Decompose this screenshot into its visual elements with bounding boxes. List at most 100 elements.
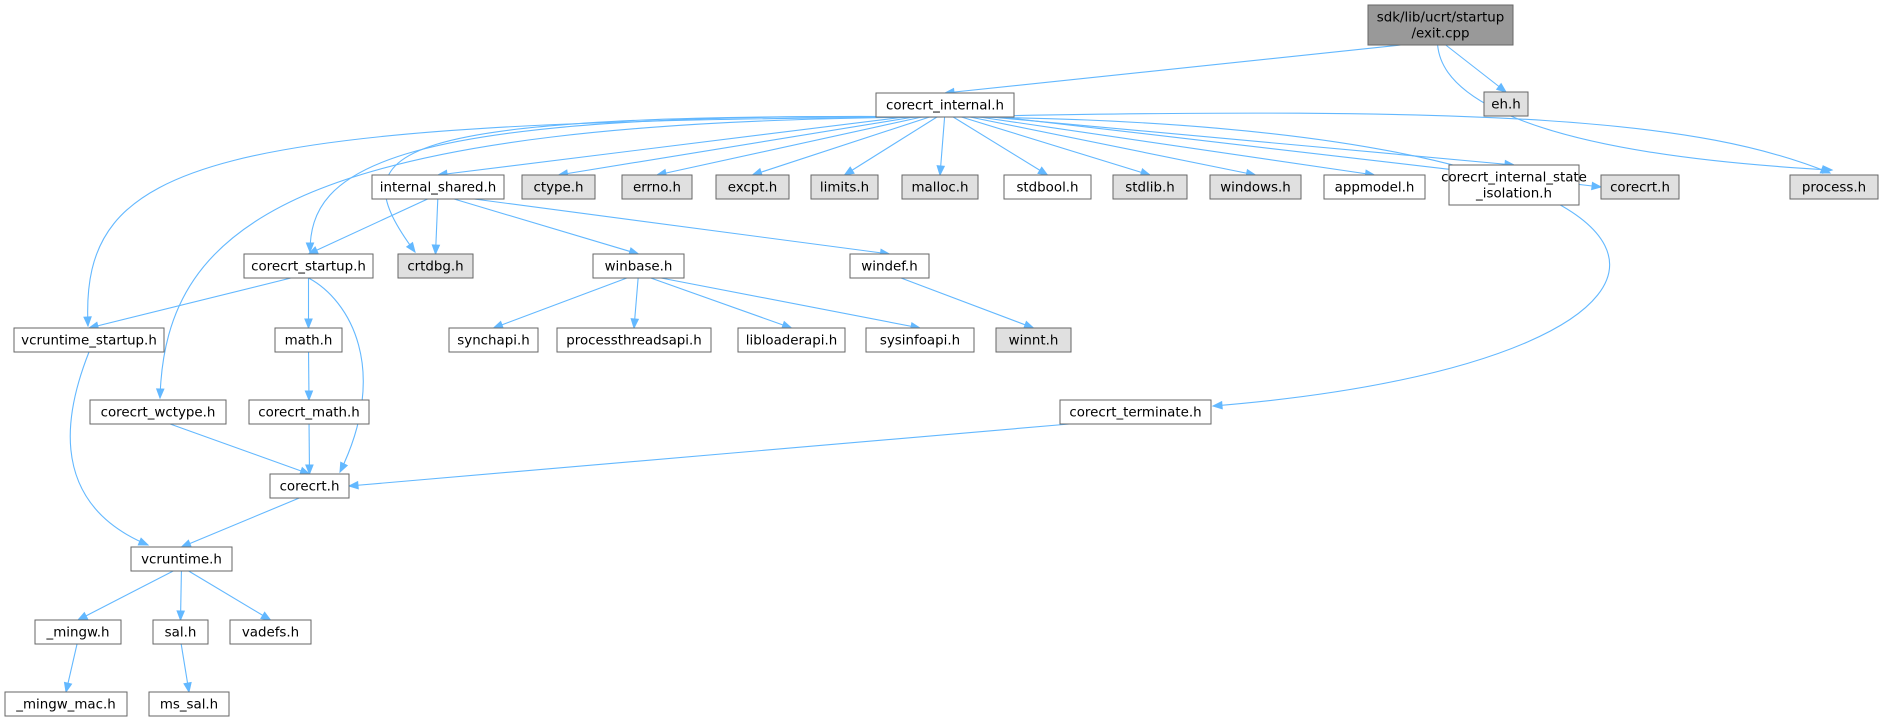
node-eh-h[interactable]: eh.h (1483, 91, 1529, 117)
node-corecrt-internal-state-isolation-h[interactable]: corecrt_internal_state_isolation.h (1441, 164, 1587, 206)
node-process-h[interactable]: process.h (1789, 174, 1879, 200)
edge-corecrt-startup-h-to-vcruntime-startup-h (88, 277, 292, 329)
node-windows-h[interactable]: windows.h (1209, 174, 1302, 200)
edge-exit-cpp-to-eh-h (1445, 44, 1507, 93)
node-mingw-h[interactable]: _mingw.h (34, 619, 122, 645)
edge-winbase-h-to-sysinfoapi-h (660, 277, 921, 329)
edge-corecrt-internal-h-to-process-h (944, 112, 1831, 174)
node-libloaderapi-h[interactable]: libloaderapi.h (737, 327, 846, 353)
node-corecrt-wctype-h[interactable]: corecrt_wctype.h (89, 399, 227, 425)
node-box (371, 174, 505, 200)
node-ctype-h[interactable]: ctype.h (521, 174, 596, 200)
node-label: libloaderapi.h (746, 334, 837, 349)
node-box (1003, 174, 1092, 200)
node-sal-h[interactable]: sal.h (152, 619, 209, 645)
node-sysinfoapi-h[interactable]: sysinfoapi.h (865, 327, 975, 353)
node-box (592, 253, 685, 279)
node-errno-h[interactable]: errno.h (621, 174, 693, 200)
node-label: crtdbg.h (407, 260, 463, 275)
node-vadefs-h[interactable]: vadefs.h (229, 619, 312, 645)
edge-corecrt-internal-h-to-vcruntime-startup-h-arrowhead (83, 316, 92, 328)
node-winbase-h[interactable]: winbase.h (592, 253, 685, 279)
node-box (1059, 399, 1212, 425)
edge-corecrt-startup-h-to-math-h-arrowhead (304, 318, 313, 330)
edge-corecrt-internal-h-to-vcruntime-startup-h (87, 116, 946, 327)
node-vcruntime-h[interactable]: vcruntime.h (130, 546, 233, 572)
node-corecrt-terminate-h[interactable]: corecrt_terminate.h (1059, 399, 1212, 425)
node-label: /exit.cpp (1411, 27, 1469, 42)
node-corecrt-math-h[interactable]: corecrt_math.h (248, 399, 370, 425)
node-box (248, 399, 370, 425)
node-label: winnt.h (1009, 334, 1059, 349)
edge-internal-shared-h-to-corecrt-startup-h (308, 198, 428, 255)
node-windef-h[interactable]: windef.h (849, 253, 930, 279)
node-internal-shared-h[interactable]: internal_shared.h (371, 174, 505, 200)
node-box (448, 327, 539, 353)
node-box (274, 327, 343, 353)
node-label: _mingw.h (46, 626, 110, 641)
node-label: internal_shared.h (380, 181, 496, 196)
node-box (875, 92, 1015, 118)
node-label: corecrt_wctype.h (101, 406, 216, 421)
node-appmodel-h[interactable]: appmodel.h (1323, 174, 1426, 200)
edge-corecrt-h-to-vcruntime-h-arrowhead (180, 539, 192, 548)
node-synchapi-h[interactable]: synchapi.h (448, 327, 539, 353)
node-label: corecrt_math.h (258, 406, 360, 421)
edge-corecrt-internal-h-to-internal-shared-h (437, 116, 905, 176)
node-label: vcruntime_startup.h (21, 334, 157, 349)
edges-layer (63, 44, 1834, 694)
node-corecrt-internal-h[interactable]: corecrt_internal.h (875, 92, 1015, 118)
node-processthreadsapi-h[interactable]: processthreadsapi.h (556, 327, 712, 353)
edge-winbase-h-to-libloaderapi-h (650, 277, 792, 329)
edge-windef-h-to-winnt-h-arrowhead (1023, 320, 1035, 329)
node-corecrt-h-ext[interactable]: corecrt.h (1600, 174, 1680, 200)
edge-corecrt-internal-h-to-corecrt-terminate-h-arrowhead (1211, 400, 1223, 410)
edge-corecrt-internal-h-to-corecrt-wctype-h (159, 116, 946, 399)
edge-corecrt-startup-h-to-corecrt-h-arrowhead (339, 461, 349, 474)
node-label: vcruntime.h (141, 553, 222, 568)
node-box (810, 174, 879, 200)
edge-winbase-h-to-synchapi-h (493, 277, 628, 329)
node-malloc-h[interactable]: malloc.h (901, 174, 979, 200)
edge-corecrt-internal-h-to-corecrt-terminate-h (944, 116, 1610, 407)
node-label: corecrt_internal.h (886, 99, 1004, 114)
node-label: ctype.h (533, 181, 583, 196)
node-stdlib-h[interactable]: stdlib.h (1112, 174, 1188, 200)
node-label: corecrt.h (280, 480, 340, 495)
node-vcruntime-startup-h[interactable]: vcruntime_startup.h (13, 327, 165, 353)
node-limits-h[interactable]: limits.h (810, 174, 879, 200)
node-math-h[interactable]: math.h (274, 327, 343, 353)
node-corecrt-h[interactable]: corecrt.h (269, 473, 350, 499)
node-label: synchapi.h (457, 334, 529, 349)
edge-corecrt-h-to-vcruntime-h (181, 497, 300, 548)
edge-corecrt-internal-h-to-crtdbg-h (384, 116, 946, 253)
edge-corecrt-internal-h-to-corecrt-h-ext-arrowhead (1591, 181, 1603, 191)
node-box (715, 174, 790, 200)
node-label: winbase.h (605, 260, 673, 275)
node-box (130, 546, 233, 572)
edge-vcruntime-h-to-sal-h-arrowhead (176, 610, 186, 622)
node-mingw-mac-h[interactable]: _mingw_mac.h (4, 691, 128, 717)
node-stdbool-h[interactable]: stdbool.h (1003, 174, 1092, 200)
node-box (1112, 174, 1188, 200)
edge-vcruntime-h-to-vadefs-h-arrowhead (260, 611, 272, 621)
node-corecrt-startup-h[interactable]: corecrt_startup.h (243, 253, 374, 279)
node-box (1789, 174, 1879, 200)
node-ms-sal-h[interactable]: ms_sal.h (148, 691, 230, 717)
node-winnt-h[interactable]: winnt.h (995, 327, 1072, 353)
edge-internal-shared-h-to-winbase-h (453, 198, 639, 255)
node-exit-cpp: sdk/lib/ucrt/startup/exit.cpp (1367, 4, 1514, 46)
node-label: sdk/lib/ucrt/startup (1377, 11, 1505, 26)
node-label: windows.h (1220, 181, 1291, 196)
edge-math-h-to-corecrt-math-h-arrowhead (304, 390, 314, 402)
node-excpt-h[interactable]: excpt.h (715, 174, 790, 200)
node-box (148, 691, 230, 717)
node-box (995, 327, 1072, 353)
nodes-layer: sdk/lib/ucrt/startup/exit.cpp eh.h corecrt… (4, 4, 1879, 717)
node-label: math.h (285, 334, 333, 349)
edge-vcruntime-h-to-mingw-h-arrowhead (76, 611, 89, 621)
edge-winbase-h-to-synchapi-h-arrowhead (492, 320, 504, 329)
node-crtdbg-h[interactable]: crtdbg.h (397, 253, 474, 279)
edge-vcruntime-h-to-mingw-h (77, 570, 174, 621)
